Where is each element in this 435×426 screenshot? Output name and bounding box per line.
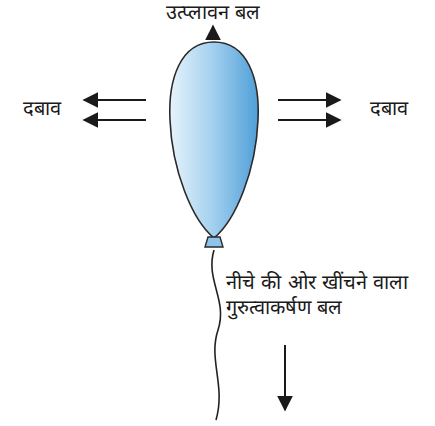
buoyancy-label: उत्प्लावन बल	[113, 0, 313, 25]
gravity-arrow	[284, 345, 286, 410]
pressure-arrow	[84, 119, 146, 121]
balloon-string	[212, 250, 221, 420]
pressure-label: दबाव	[350, 96, 428, 121]
balloon-body	[170, 42, 258, 238]
buoyancy-arrow	[212, 26, 214, 40]
pressure-arrow	[278, 99, 340, 101]
balloon-knot	[205, 237, 223, 247]
pressure-arrow	[278, 119, 340, 121]
pressure-label: दबाव	[6, 96, 78, 121]
pressure-arrow	[84, 99, 146, 101]
gravity-label: नीचे की ओर खींचने वाला गुरुत्वाकर्षण बल	[226, 270, 431, 320]
